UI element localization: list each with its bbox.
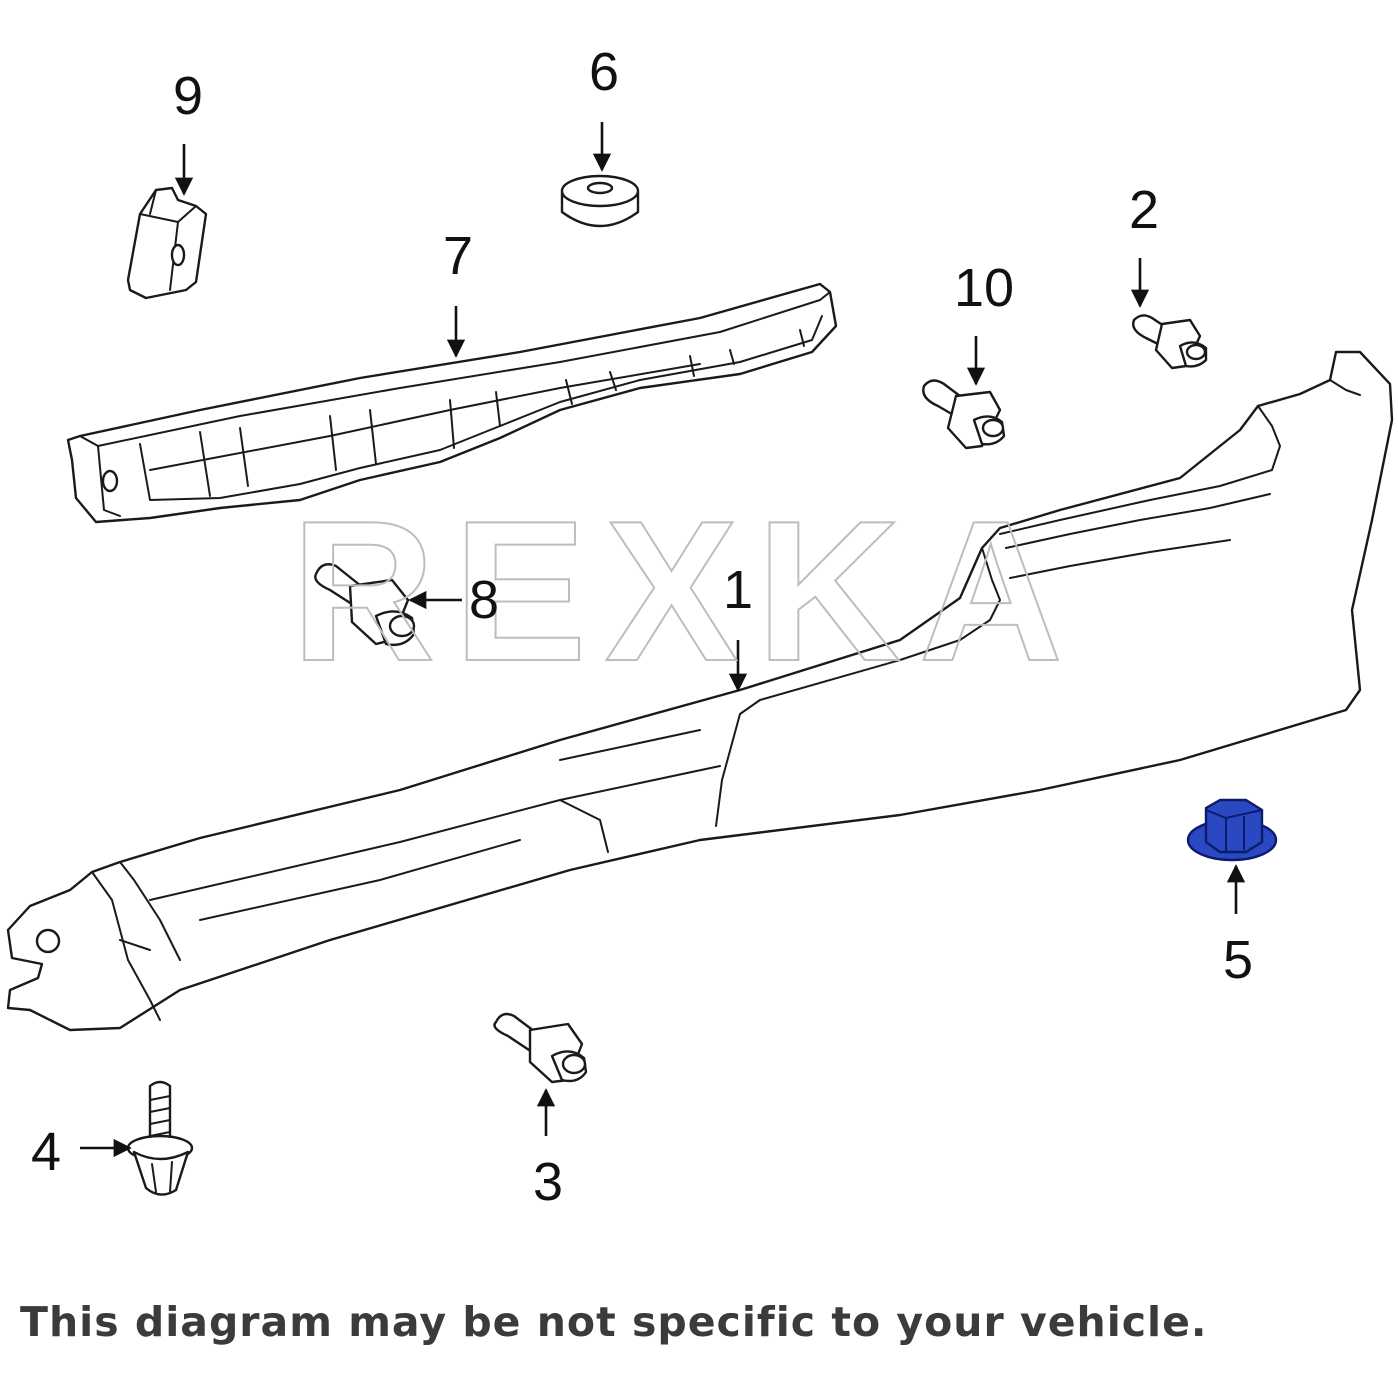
callout-9: 9	[173, 66, 203, 126]
watermark: REXKA	[291, 480, 1081, 703]
bolt-part-8	[314, 563, 416, 647]
reinforcement-bracket-part-7	[66, 282, 838, 524]
leader-arrows	[80, 122, 1246, 1158]
stud-part-4	[126, 1080, 194, 1196]
callout-6: 6	[589, 42, 619, 102]
callout-4: 4	[31, 1122, 61, 1182]
callout-numbers: 1 2 3 4 5 6 7 8 9 10	[31, 42, 1253, 1212]
callout-2: 2	[1129, 180, 1159, 240]
callout-5: 5	[1223, 930, 1253, 990]
rocker-panel-part-1	[6, 350, 1394, 1032]
disclaimer-text: This diagram may be not specific to your…	[20, 1298, 1208, 1346]
callout-10: 10	[954, 258, 1014, 318]
callout-8: 8	[469, 570, 499, 630]
callout-7: 7	[443, 226, 473, 286]
nut-part-5-highlighted	[1186, 798, 1278, 862]
bolt-part-3	[493, 1012, 588, 1084]
clip-part-9	[126, 186, 208, 300]
callout-1: 1	[723, 560, 753, 620]
bolt-part-10	[922, 379, 1006, 450]
callout-3: 3	[533, 1152, 563, 1212]
grommet-part-6	[560, 174, 640, 228]
bolt-part-2	[1132, 314, 1208, 370]
